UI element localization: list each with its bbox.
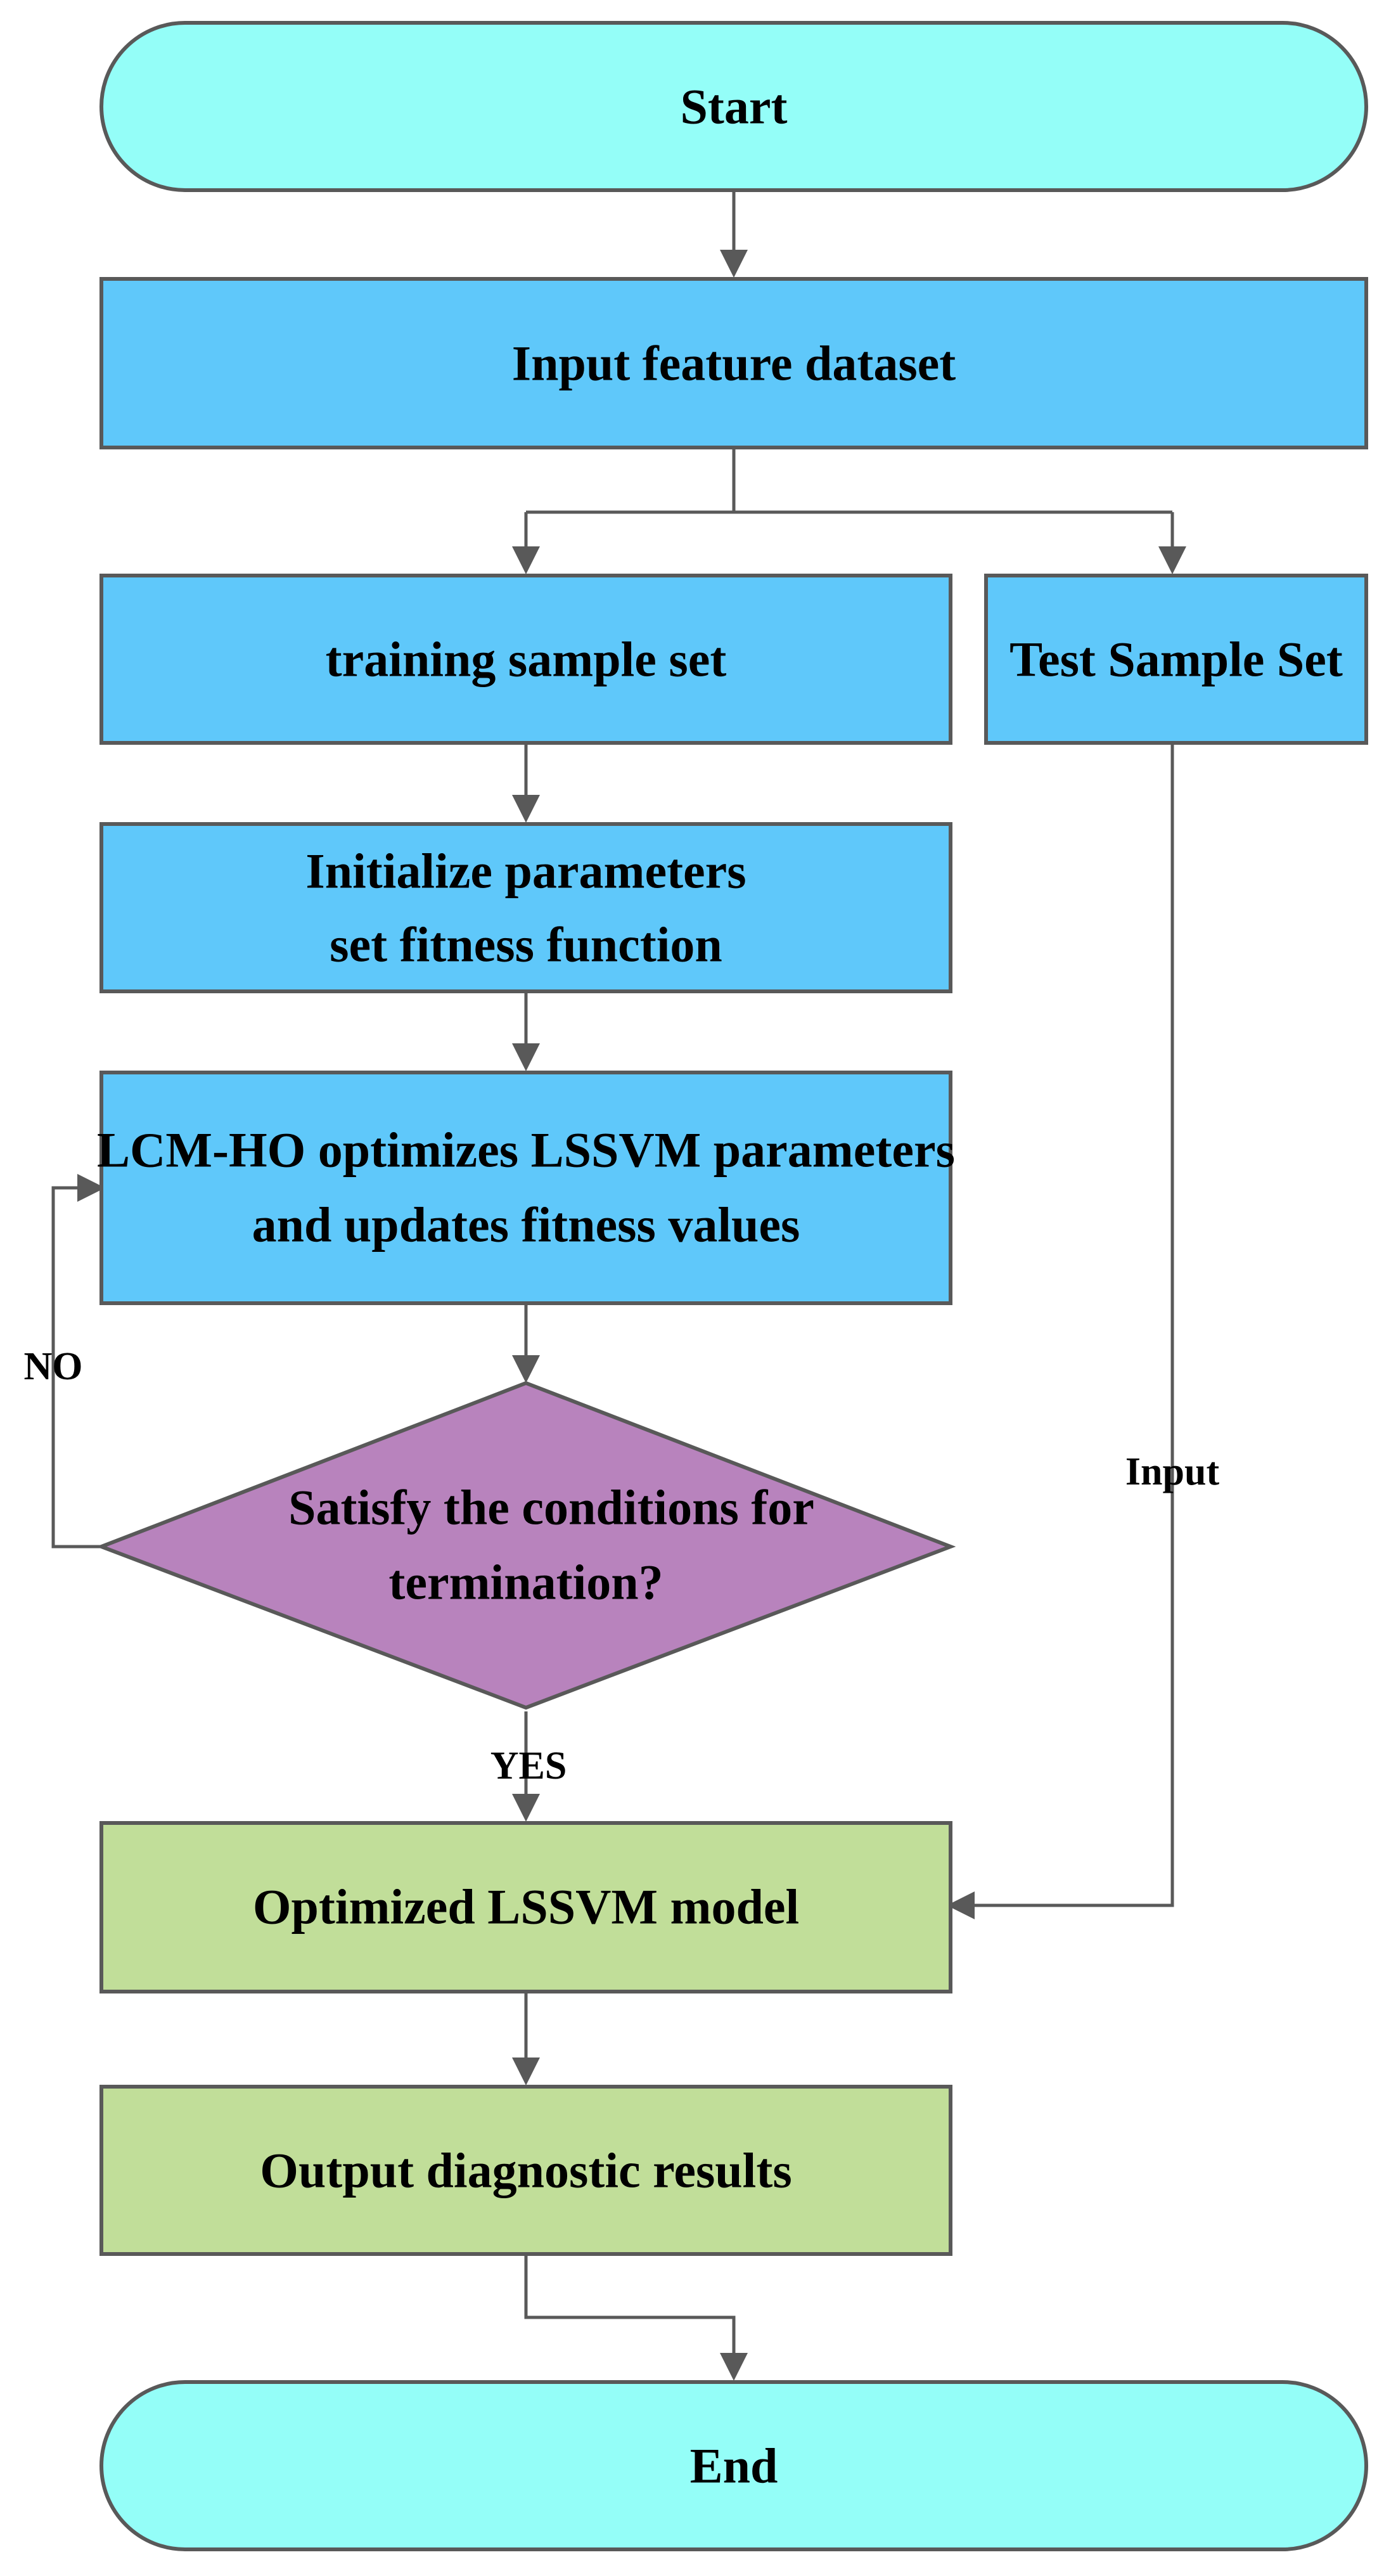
arrow-output-to-end xyxy=(524,2254,748,2381)
end-label: End xyxy=(690,2438,778,2494)
optimized-model-box xyxy=(99,1821,952,1993)
output-results-node: Output diagnostic results xyxy=(99,2085,952,2256)
init-params-line2: set fitness function xyxy=(330,917,722,972)
start-terminal xyxy=(99,21,1368,192)
output-results-label: Output diagnostic results xyxy=(260,2143,791,2198)
optimized-model-label: Optimized LSSVM model xyxy=(253,1879,799,1935)
training-set-label: training sample set xyxy=(326,632,727,687)
test-set-label: Test Sample Set xyxy=(1009,632,1343,687)
optimize-node: LCM-HO optimizes LSSVM parameters and up… xyxy=(97,1071,955,1305)
arrow-test-to-model xyxy=(947,743,1174,1919)
start-node: Start xyxy=(99,21,1368,192)
training-set-node: training sample set xyxy=(99,574,952,745)
yes-label: YES xyxy=(490,1744,567,1787)
optimized-model-node: Optimized LSSVM model xyxy=(99,1821,952,1993)
init-params-node: Initialize parameters set fitness functi… xyxy=(99,822,952,993)
connectors xyxy=(51,190,1186,2381)
input-dataset-box xyxy=(99,277,1368,449)
optimize-line1: LCM-HO optimizes LSSVM parameters xyxy=(97,1123,955,1178)
no-label: NO xyxy=(24,1345,83,1388)
output-results-box xyxy=(99,2085,952,2256)
optimize-box xyxy=(99,1071,952,1305)
decision-line1: Satisfy the conditions for xyxy=(288,1480,814,1535)
input-label: Input xyxy=(1125,1450,1220,1493)
input-dataset-label: Input feature dataset xyxy=(512,336,956,391)
decision-line2: termination? xyxy=(388,1555,663,1610)
start-label: Start xyxy=(681,79,788,134)
split-line xyxy=(526,448,1172,514)
termination-decision xyxy=(96,1381,956,1710)
init-params-line1: Initialize parameters xyxy=(305,844,746,899)
input-dataset-node: Input feature dataset xyxy=(99,277,1368,449)
training-set-box xyxy=(99,574,952,745)
end-node: End xyxy=(99,2380,1368,2551)
optimize-line2: and updates fitness values xyxy=(252,1197,800,1253)
end-terminal xyxy=(99,2380,1368,2551)
decision-node: Satisfy the conditions for termination? xyxy=(96,1381,956,1710)
test-set-node: Test Sample Set xyxy=(984,574,1368,745)
init-params-box xyxy=(99,822,952,993)
test-set-box xyxy=(984,574,1368,745)
arrow-no-loop xyxy=(51,1174,105,1549)
